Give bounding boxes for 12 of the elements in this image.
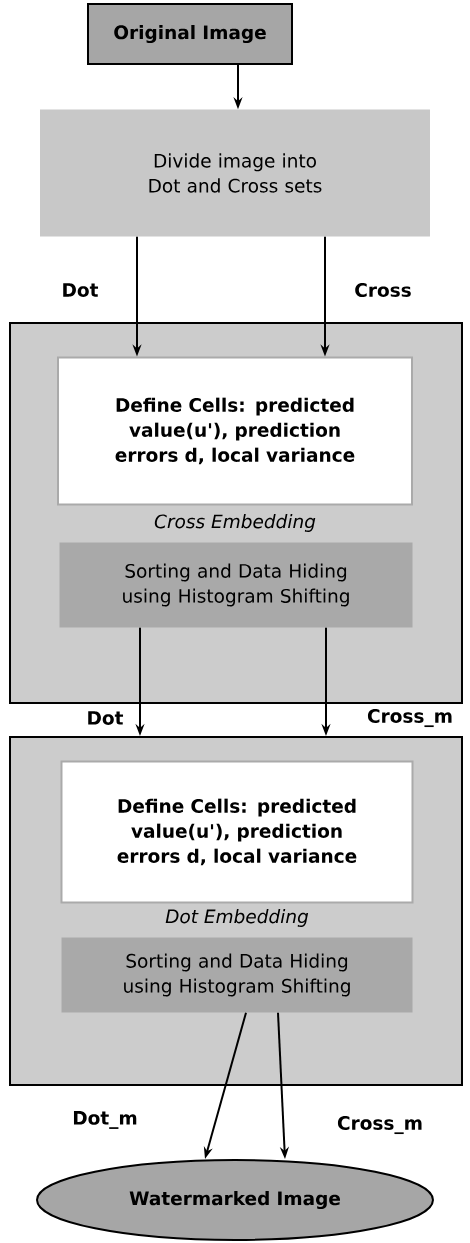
edge-label: Dot: [63, 283, 99, 297]
process-box: Sorting and Data Hiding using Histogram Shifting: [61, 937, 413, 1013]
process-box: Define Cells: predicted value(u'), prediction errors d, local variance: [57, 356, 413, 506]
edge-label: Dot: [88, 711, 124, 725]
process-box: Original Image: [87, 3, 293, 65]
edge-label: Dot_m: [74, 1111, 137, 1129]
process-box: Divide image into Dot and Cross sets: [40, 109, 430, 237]
process-box: Sorting and Data Hiding using Histogram Shifting: [59, 542, 413, 628]
process-box: Define Cells: predicted value(u'), prediction errors d, local variance: [60, 760, 414, 904]
edge-label: Cross: [355, 283, 411, 297]
edge-label: Cross_m: [337, 1115, 422, 1135]
edge-label: Cross_m: [367, 708, 452, 728]
